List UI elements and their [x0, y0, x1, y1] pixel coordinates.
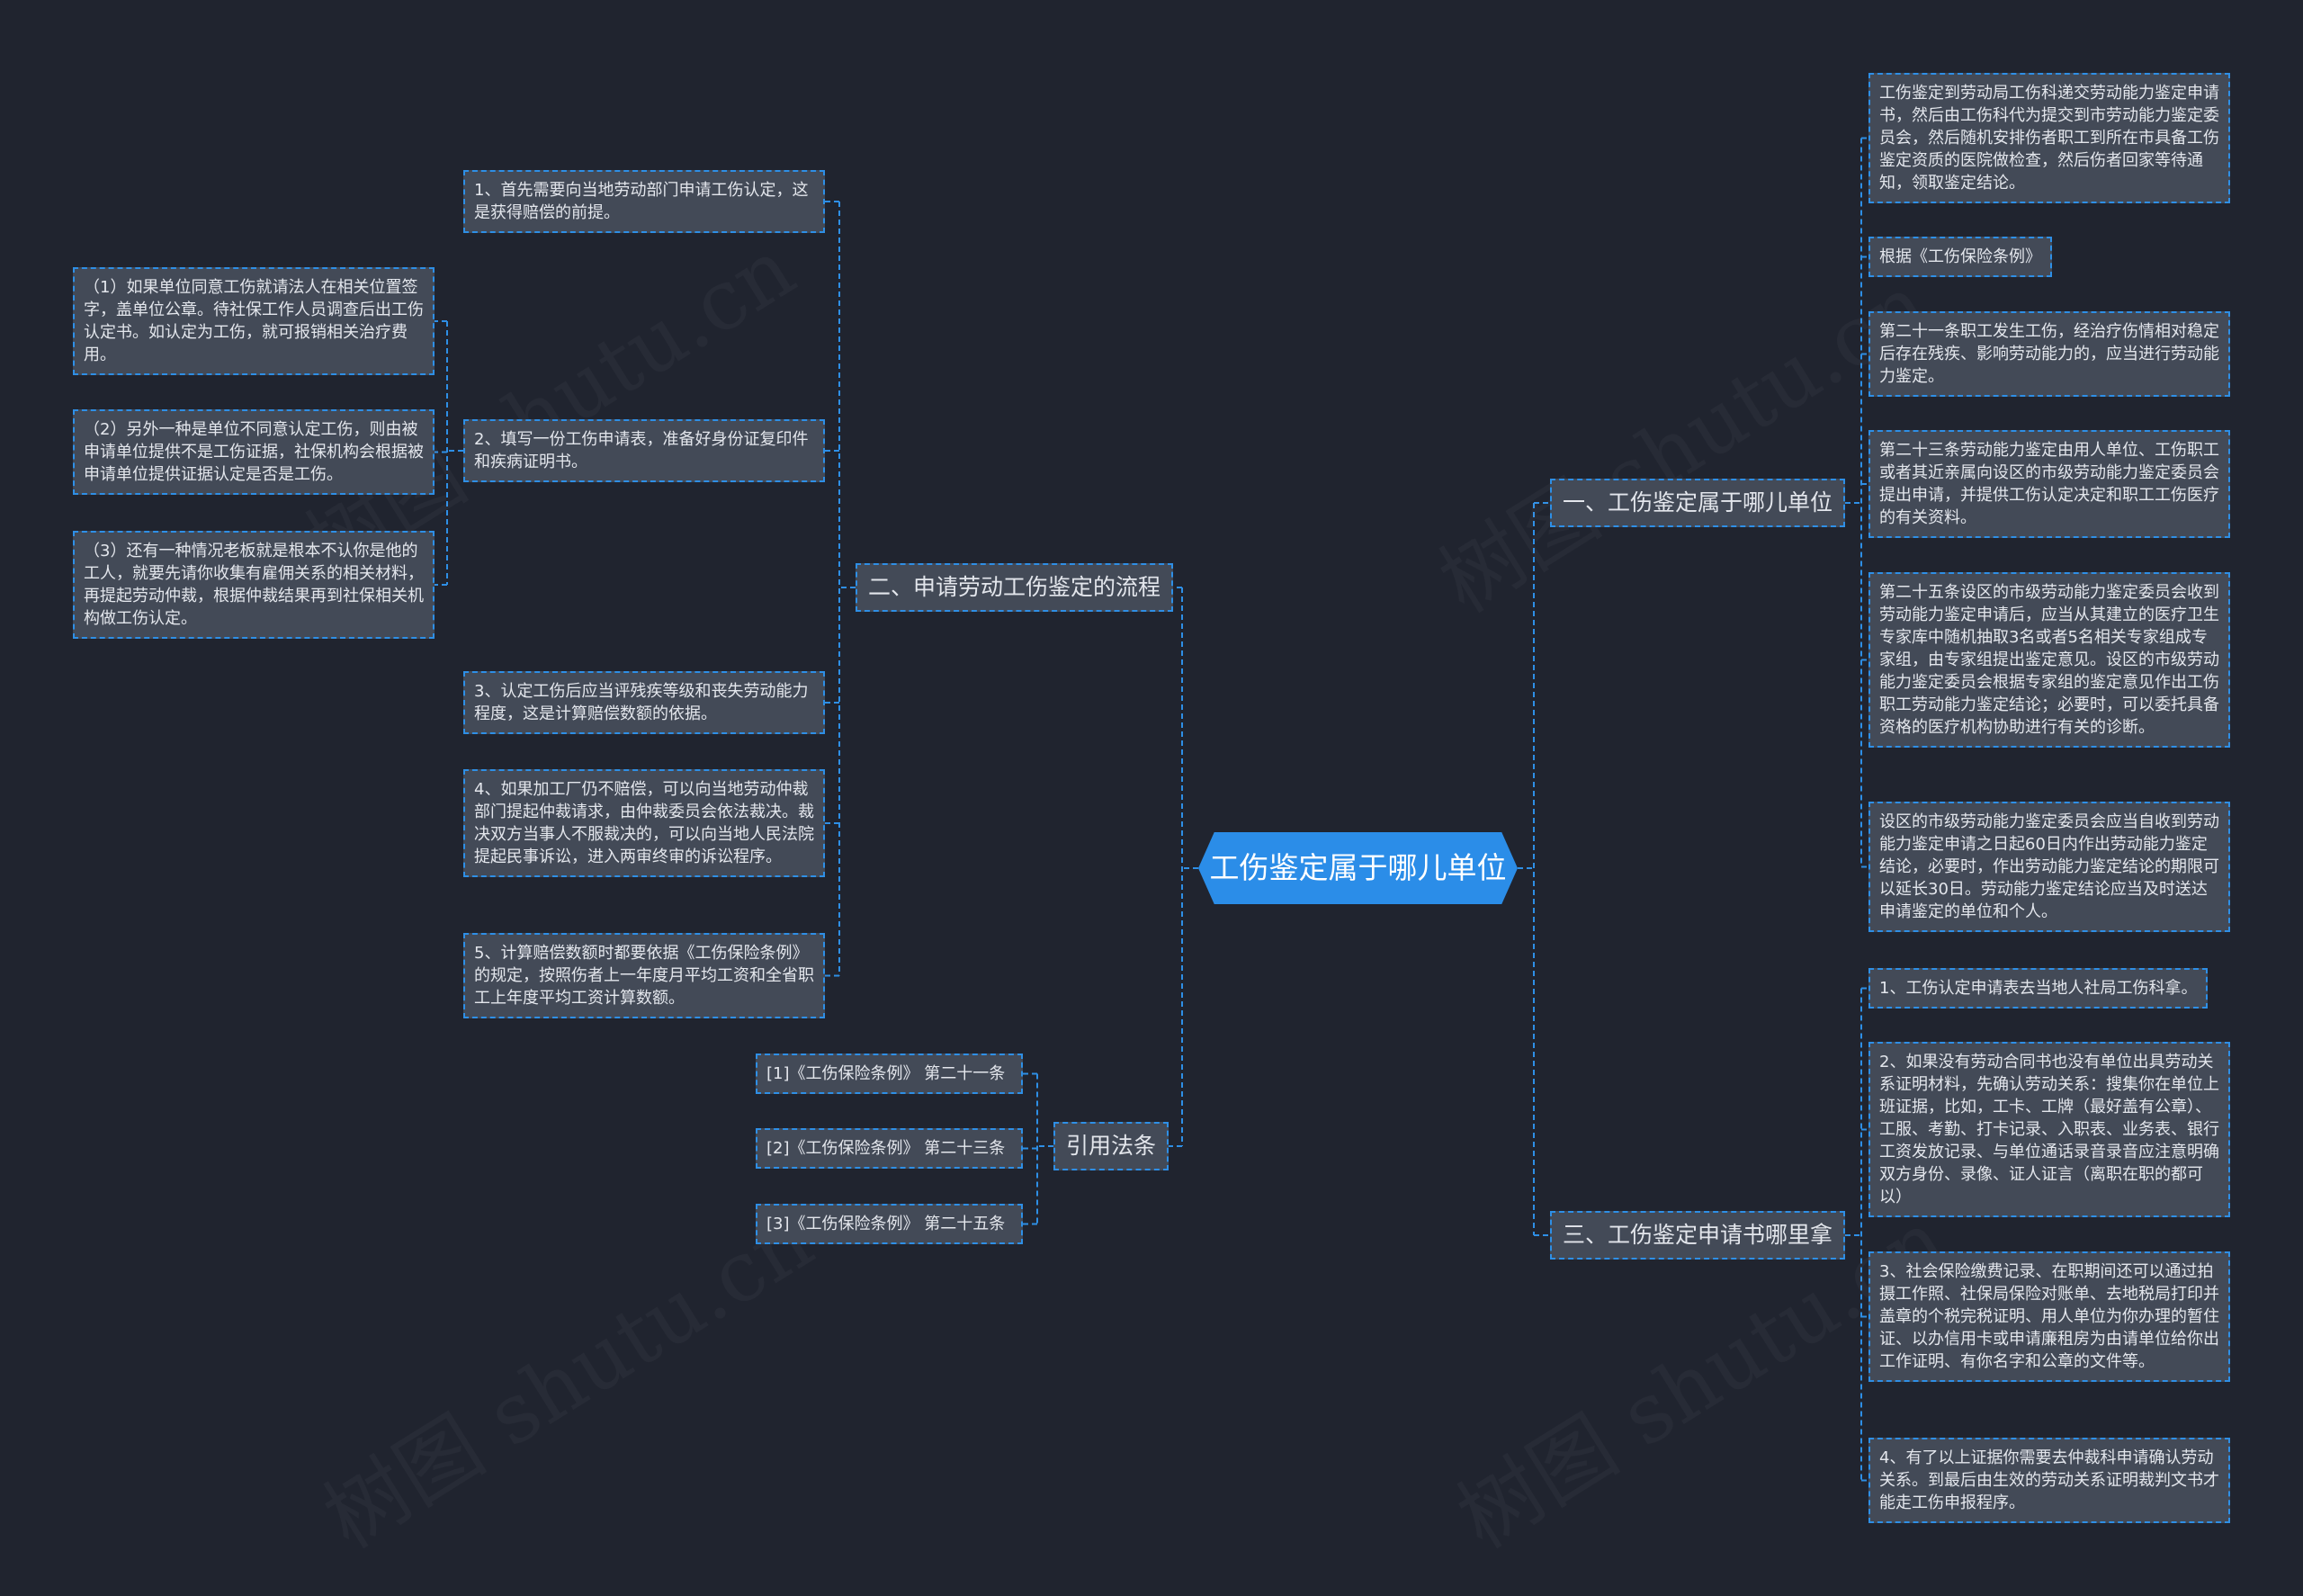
where-get-form-step-2[interactable]: 2、如果没有劳动合同书也没有单位出具劳动关系证明材料，先确认劳动关系：搜集你在单…	[1868, 1042, 2230, 1217]
where-get-form-step-1[interactable]: 1、工伤认定申请表去当地人社局工伤科拿。	[1868, 968, 2209, 1009]
process-step-4[interactable]: 4、如果加工厂仍不赔偿，可以向当地劳动仲裁部门提起仲裁请求，由仲裁委员会依法裁决…	[463, 769, 825, 877]
step-2-case-3[interactable]: （3）还有一种情况老板就是根本不认你是他的工人，就要先请你收集有雇佣关系的相关材…	[73, 531, 435, 639]
branch-cited-laws[interactable]: 引用法条	[1053, 1122, 1169, 1170]
law-citation-1[interactable]: [1]《工伤保险条例》 第二十一条	[756, 1054, 1023, 1094]
process-step-2[interactable]: 2、填写一份工伤申请表，准备好身份证复印件和疾病证明书。	[463, 419, 825, 482]
process-step-3[interactable]: 3、认定工伤后应当评残疾等级和丧失劳动能力程度，这是计算赔偿数额的依据。	[463, 671, 825, 734]
step-2-case-1[interactable]: （1）如果单位同意工伤就请法人在相关位置签字，盖单位公章。待社保工作人员调查后出…	[73, 267, 435, 375]
where-get-form-step-3[interactable]: 3、社会保险缴费记录、在职期间还可以通过拍摄工作照、社保局保险对账单、去地税局打…	[1868, 1251, 2230, 1382]
which-unit-detail-2[interactable]: 根据《工伤保险条例》	[1868, 237, 2052, 277]
which-unit-detail-4[interactable]: 第二十三条劳动能力鉴定由用人单位、工伤职工或者其近亲属向设区的市级劳动能力鉴定委…	[1868, 430, 2230, 538]
branch-application-process[interactable]: 二、申请劳动工伤鉴定的流程	[856, 563, 1174, 612]
branch-where-get-form[interactable]: 三、工伤鉴定申请书哪里拿	[1550, 1211, 1846, 1260]
process-step-5[interactable]: 5、计算赔偿数额时都要依据《工伤保险条例》的规定，按照伤者上一年度月平均工资和全…	[463, 933, 825, 1018]
which-unit-detail-6[interactable]: 设区的市级劳动能力鉴定委员会应当自收到劳动能力鉴定申请之日起60日内作出劳动能力…	[1868, 802, 2230, 932]
step-2-case-2[interactable]: （2）另外一种是单位不同意认定工伤，则由被申请单位提供不是工伤证据，社保机构会根…	[73, 409, 435, 495]
which-unit-detail-1[interactable]: 工伤鉴定到劳动局工伤科递交劳动能力鉴定申请书，然后由工伤科代为提交到市劳动能力鉴…	[1868, 73, 2230, 203]
branch-which-unit[interactable]: 一、工伤鉴定属于哪儿单位	[1550, 479, 1846, 527]
root-node[interactable]: 工伤鉴定属于哪儿单位	[1198, 832, 1518, 904]
process-step-1[interactable]: 1、首先需要向当地劳动部门申请工伤认定，这是获得赔偿的前提。	[463, 170, 825, 233]
law-citation-3[interactable]: [3]《工伤保险条例》 第二十五条	[756, 1204, 1023, 1244]
law-citation-2[interactable]: [2]《工伤保险条例》 第二十三条	[756, 1128, 1023, 1169]
which-unit-detail-3[interactable]: 第二十一条职工发生工伤，经治疗伤情相对稳定后存在残疾、影响劳动能力的，应当进行劳…	[1868, 311, 2230, 397]
where-get-form-step-4[interactable]: 4、有了以上证据你需要去仲裁科申请确认劳动关系。到最后由生效的劳动关系证明裁判文…	[1868, 1438, 2230, 1523]
which-unit-detail-5[interactable]: 第二十五条设区的市级劳动能力鉴定委员会收到劳动能力鉴定申请后，应当从其建立的医疗…	[1868, 572, 2230, 748]
